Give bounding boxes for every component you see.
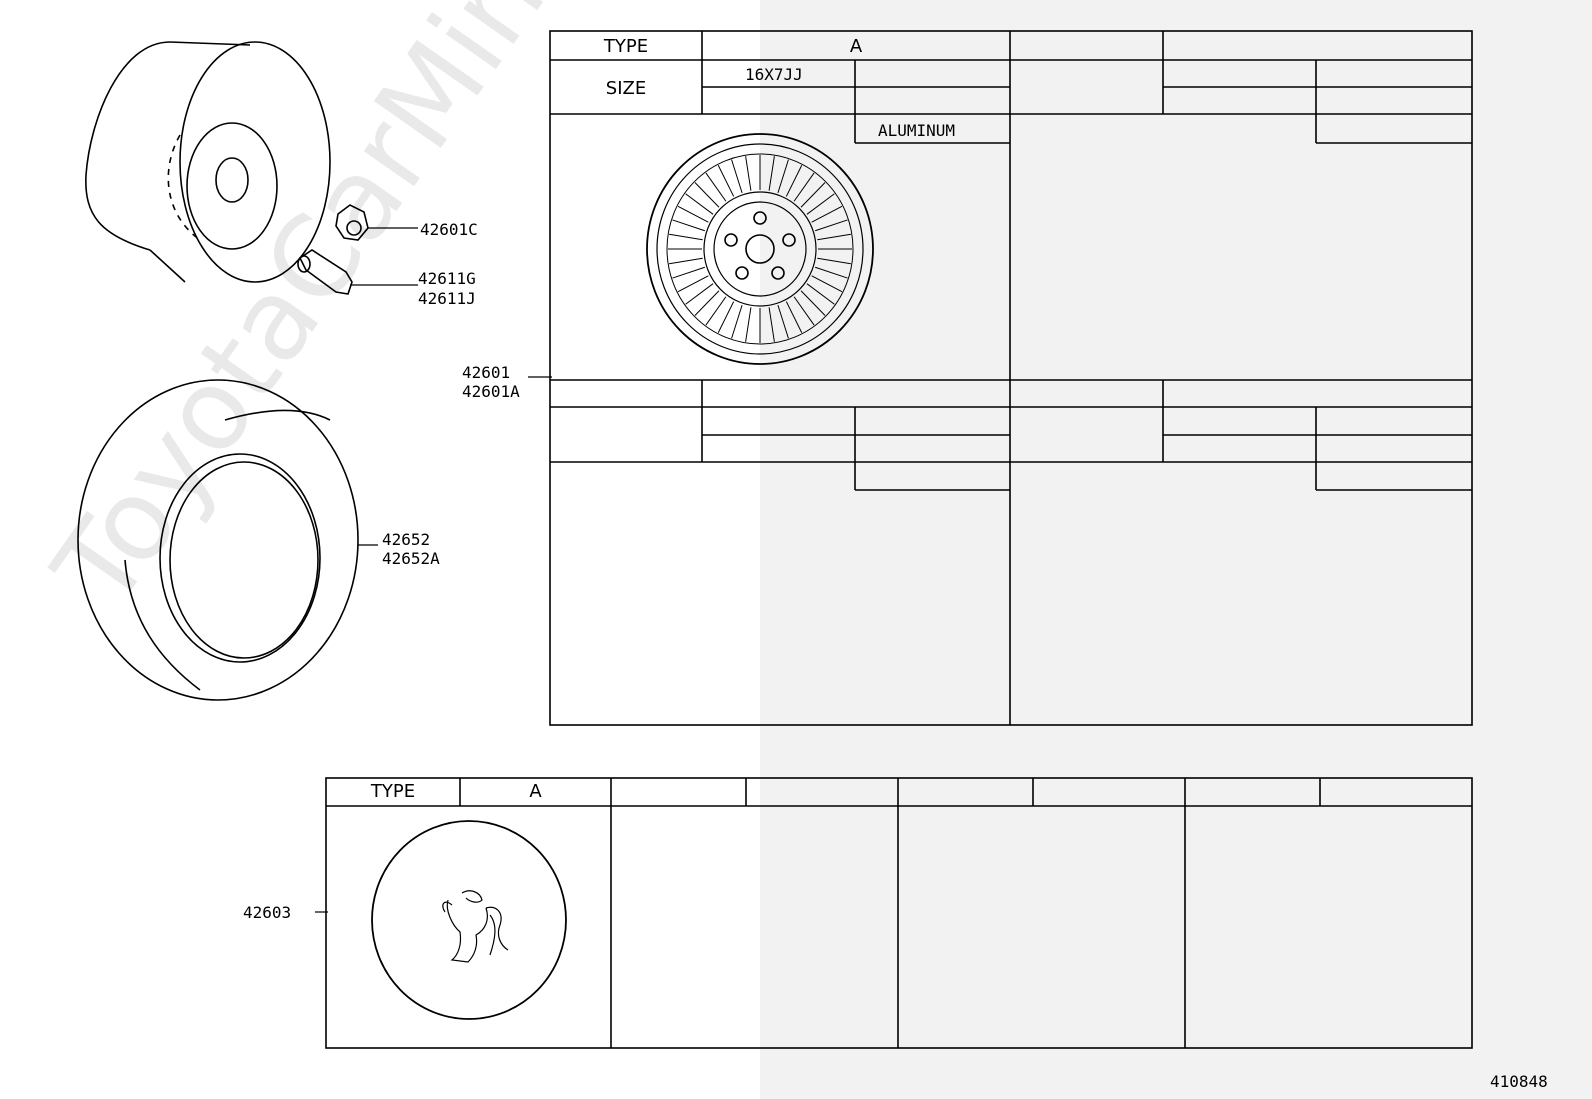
wheel-spoke bbox=[677, 205, 709, 223]
wheel-spoke bbox=[806, 193, 835, 215]
wheel-spoke bbox=[731, 159, 743, 194]
wheel-spoke bbox=[777, 304, 789, 339]
wheel-spoke bbox=[694, 182, 720, 208]
wheel-spoke bbox=[793, 172, 815, 202]
part-label-42652: 42652 bbox=[382, 530, 431, 549]
wheel-cap-drawing bbox=[371, 820, 567, 1020]
wheel-spoke bbox=[768, 307, 775, 342]
wheel-spoke bbox=[705, 296, 727, 326]
wheel-spoke bbox=[806, 283, 835, 305]
part-label-42601A: 42601A bbox=[462, 382, 520, 401]
wheel-type-value: A bbox=[849, 36, 863, 57]
wheel-spoke bbox=[785, 165, 803, 197]
wheel-size-label: SIZE bbox=[605, 78, 647, 99]
wheel-spoke bbox=[685, 193, 714, 215]
wheel-spoke bbox=[731, 304, 743, 339]
wheel-spoke bbox=[672, 219, 705, 232]
wheel-type-label: TYPE bbox=[603, 36, 649, 57]
part-label-42652A: 42652A bbox=[382, 549, 440, 568]
wheel-size-value: 16X7JJ bbox=[745, 65, 803, 84]
wheel-spoke bbox=[669, 233, 703, 241]
wheel-spoke bbox=[817, 233, 851, 241]
cap-type-label: TYPE bbox=[370, 781, 416, 802]
wheel-spoke bbox=[800, 290, 826, 316]
wheel-spoke bbox=[672, 266, 705, 279]
wheel-spoke bbox=[815, 219, 848, 232]
wheel-spoke bbox=[811, 205, 843, 223]
part-label-42601: 42601 bbox=[462, 363, 511, 382]
part-label-42601C: 42601C bbox=[420, 220, 478, 239]
part-label-42611J: 42611J bbox=[418, 289, 476, 308]
aluminum-wheel-drawing bbox=[646, 133, 874, 365]
wheel-spoke bbox=[745, 156, 752, 191]
cap-type-value: A bbox=[529, 781, 542, 802]
cap-table-grid bbox=[325, 777, 1473, 1049]
wheel-spoke bbox=[817, 257, 851, 265]
part-label-42611G: 42611G bbox=[418, 269, 476, 288]
part-label-42603: 42603 bbox=[243, 903, 292, 922]
wheel-material: ALUMINUM bbox=[878, 121, 956, 140]
tire-drawing bbox=[77, 379, 378, 701]
wheel-spoke bbox=[745, 307, 752, 342]
wheel-spoke bbox=[811, 275, 843, 293]
wheel-spoke bbox=[785, 301, 803, 333]
wheel-spoke bbox=[717, 301, 735, 333]
wheel-spoke bbox=[793, 296, 815, 326]
spare-wheel-drawing bbox=[85, 41, 331, 283]
wheel-spoke bbox=[800, 182, 826, 208]
wheel-table-grid bbox=[549, 30, 1473, 726]
wheel-spoke bbox=[717, 165, 735, 197]
hub-nut-drawing bbox=[335, 204, 418, 241]
diagram-id: 410848 bbox=[1490, 1072, 1548, 1091]
wheel-spoke bbox=[815, 266, 848, 279]
wheel-spoke bbox=[705, 172, 727, 202]
phoenix-emblem-icon bbox=[442, 890, 509, 963]
wheel-spoke bbox=[677, 275, 709, 293]
wheel-spoke bbox=[777, 159, 789, 194]
wheel-spoke bbox=[685, 283, 714, 305]
wheel-spoke bbox=[694, 290, 720, 316]
wheel-spoke bbox=[768, 156, 775, 191]
valve-stem-drawing bbox=[297, 249, 418, 295]
wheel-spoke bbox=[669, 257, 703, 265]
